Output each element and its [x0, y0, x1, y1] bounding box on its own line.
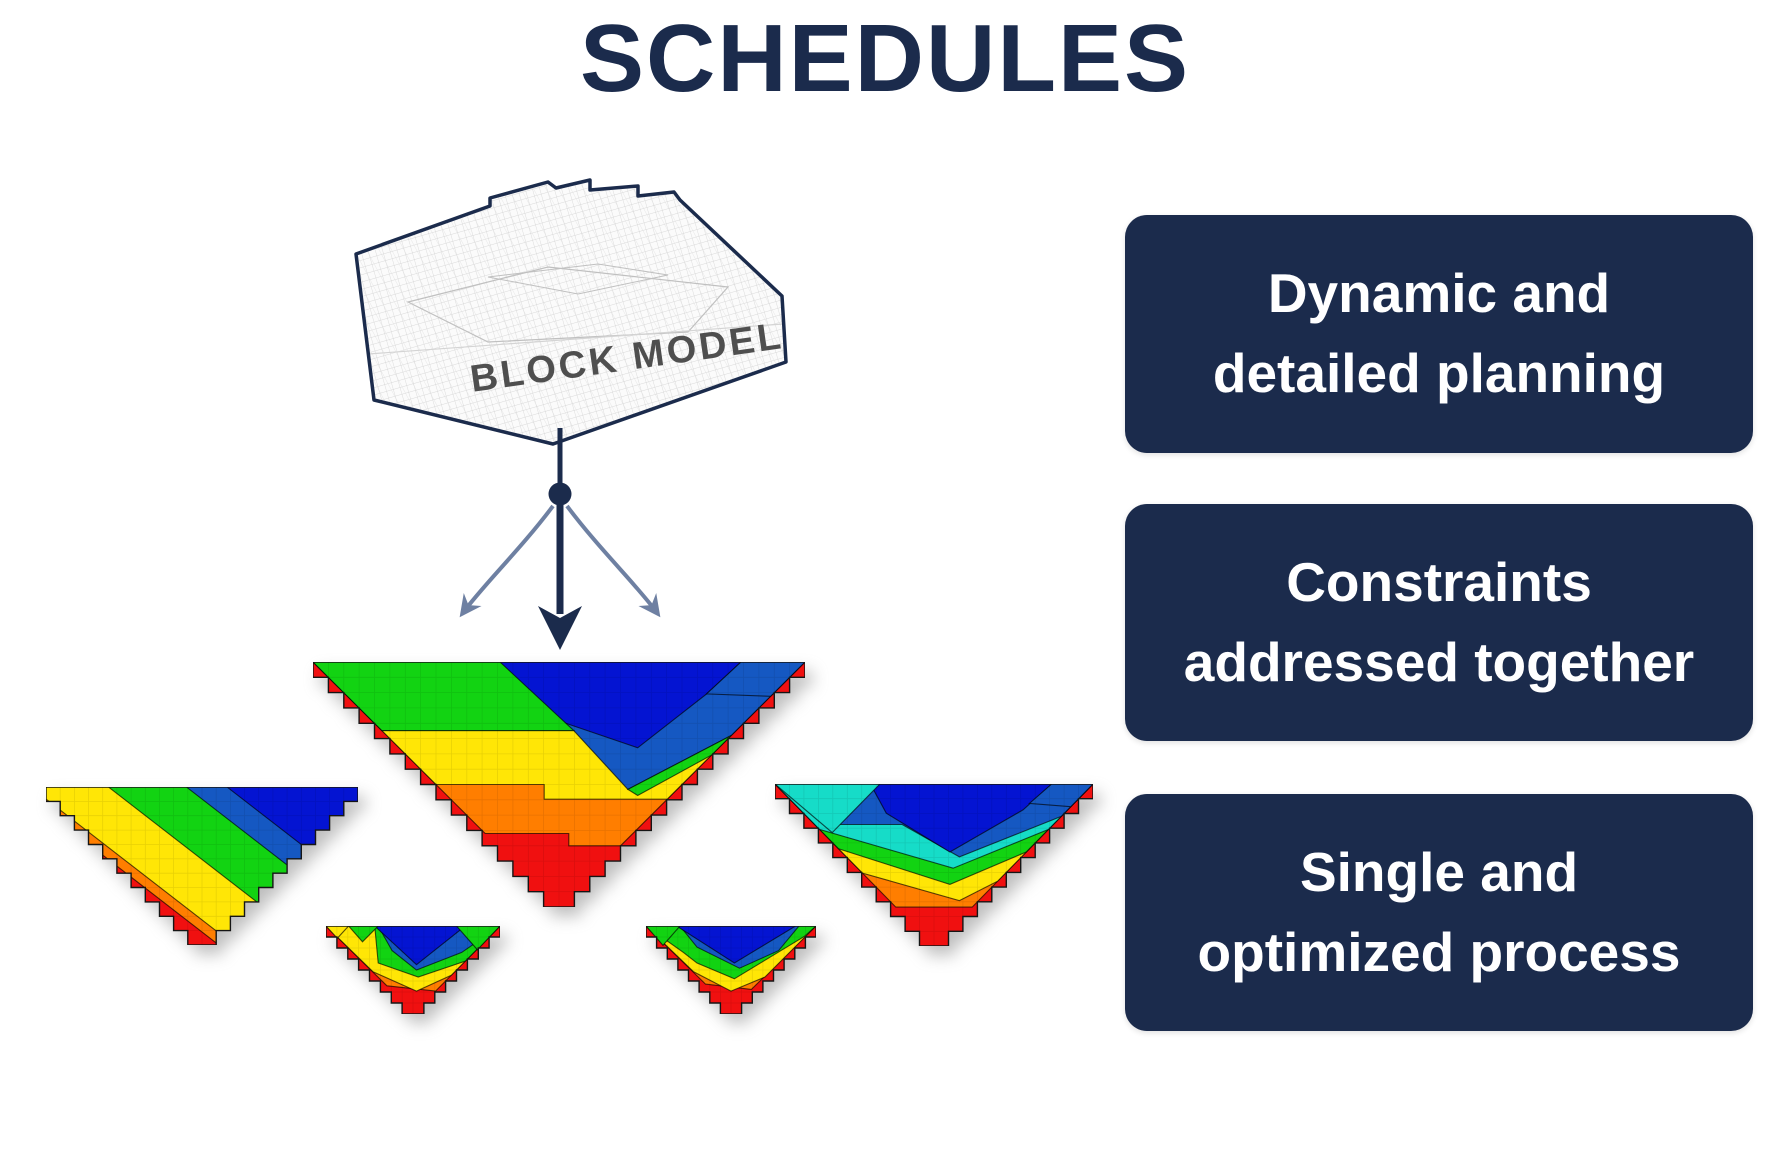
benefit-card-optimized-process: Single and optimized process: [1125, 794, 1753, 1031]
flow-arrows: [420, 424, 700, 659]
pit-large-svg: [312, 661, 806, 908]
branch-node-dot: [548, 482, 572, 506]
benefit-line: detailed planning: [1212, 342, 1666, 404]
pit-right-svg: [774, 783, 1094, 947]
block-model-illustration: [354, 178, 788, 446]
block-model-figure: [338, 172, 808, 467]
pit-schedule-small-right: [645, 925, 817, 1019]
pit-schedule-small-left: [325, 925, 501, 1019]
curved-arrow-right-icon: [565, 504, 661, 618]
pit-schedule-left: [45, 786, 359, 950]
benefit-card-dynamic-planning: Dynamic and detailed planning: [1125, 215, 1753, 453]
pit-schedule-right: [774, 783, 1094, 951]
pit-small2-svg: [645, 925, 817, 1015]
curved-arrow-left-icon: [459, 504, 555, 618]
benefit-line: Constraints: [1286, 550, 1592, 613]
page-title: SCHEDULES: [579, 5, 1191, 112]
benefit-line: Single and: [1299, 840, 1579, 903]
main-arrow-head-icon: [538, 606, 582, 650]
pit-left-svg: [45, 786, 359, 946]
pit-small1-svg: [325, 925, 501, 1015]
benefit-card-constraints: Constraints addressed together: [1125, 504, 1753, 741]
benefit-line: addressed together: [1183, 630, 1695, 693]
branch-arrows-icon: [459, 428, 661, 650]
benefit-line: Dynamic and: [1267, 262, 1611, 325]
block-model-terrace-inner: [487, 263, 669, 295]
block-model-outline: [354, 178, 788, 446]
block-model-rim: [367, 323, 784, 355]
benefit-line: optimized process: [1197, 920, 1681, 983]
pit-schedule-large-center: [312, 661, 806, 912]
